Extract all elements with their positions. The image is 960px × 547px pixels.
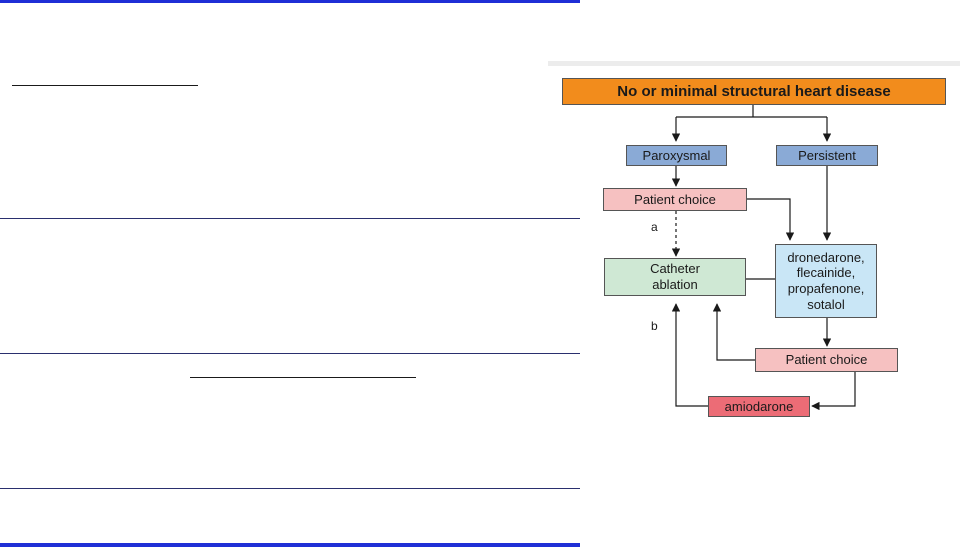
arrow-choice2-to-amiodarone xyxy=(811,372,856,411)
arrow-choice-to-drugs xyxy=(747,198,795,241)
node-persistent: Persistent xyxy=(776,145,878,166)
node-antiarrhythmic-drugs: dronedarone, flecainide, propafenone, so… xyxy=(775,244,877,318)
drug-line-4: sotalol xyxy=(807,296,845,312)
label-b: b xyxy=(651,319,658,333)
figure-top-strip xyxy=(548,61,960,66)
node-paroxysmal: Paroxysmal xyxy=(626,145,727,166)
drug-line-3: propafenone, xyxy=(787,281,865,296)
node-catheter-ablation: Catheter ablation xyxy=(604,258,746,296)
node-no-structural-disease: No or minimal structural heart disease xyxy=(562,78,946,105)
drug-line-2: flecainide, xyxy=(796,265,856,281)
arrow-amiodarone-to-ablation xyxy=(671,303,708,407)
divider-1 xyxy=(0,218,580,219)
node-amiodarone: amiodarone xyxy=(708,396,810,417)
top-blue-rule xyxy=(0,0,580,3)
catheter-line-2: ablation xyxy=(652,277,698,292)
node-patient-choice-1: Patient choice xyxy=(603,188,747,211)
divider-2 xyxy=(0,353,580,354)
catheter-line-1: Catheter xyxy=(650,261,700,277)
bottom-blue-rule xyxy=(0,543,580,547)
drug-line-1: dronedarone, xyxy=(787,249,865,265)
arrow-choice2-to-ablation xyxy=(712,303,755,361)
divider-3 xyxy=(0,488,580,489)
node-patient-choice-2: Patient choice xyxy=(755,348,898,372)
label-a: a xyxy=(651,220,658,234)
underline-2 xyxy=(190,377,416,378)
underline-1 xyxy=(12,85,198,86)
